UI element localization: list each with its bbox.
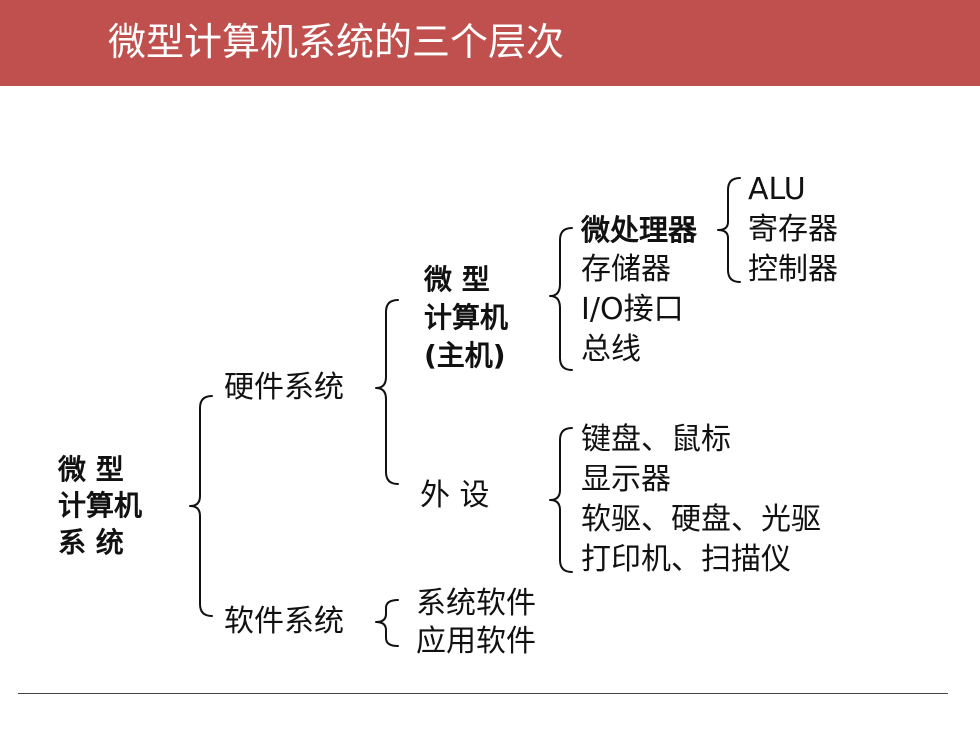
peripheral-item-display: 显示器 [581, 462, 671, 497]
cpu-brace [717, 177, 741, 283]
footer-divider [18, 693, 948, 694]
hardware-brace [375, 299, 399, 485]
peripheral-item-keyboard: 键盘、鼠标 [581, 422, 731, 457]
cpu-part-alu: ALU [748, 172, 806, 207]
hardware-label: 硬件系统 [224, 370, 344, 405]
host-label-line1: 微 型 [424, 263, 490, 296]
cpu-part-register: 寄存器 [748, 212, 838, 247]
software-label: 软件系统 [224, 604, 344, 639]
host-label-line2: 计算机 [424, 301, 509, 334]
host-item-memory: 存储器 [581, 252, 671, 287]
root-label-line2: 计算机 [58, 489, 143, 522]
root-brace [189, 395, 213, 617]
peripherals-brace [549, 427, 573, 573]
software-brace [375, 599, 399, 647]
root-label-line3: 系 统 [58, 526, 124, 559]
title-bar: 微型计算机系统的三个层次 [0, 0, 980, 86]
host-item-io: I/O接口 [581, 292, 684, 327]
host-item-cpu: 微处理器 [581, 213, 698, 247]
peripheral-item-drives: 软驱、硬盘、光驱 [581, 502, 821, 537]
cpu-part-controller: 控制器 [748, 252, 838, 287]
software-item-system: 系统软件 [416, 586, 536, 621]
root-label-line1: 微 型 [58, 453, 124, 486]
host-item-bus: 总线 [581, 332, 641, 367]
peripherals-label: 外 设 [420, 478, 490, 513]
slide-title: 微型计算机系统的三个层次 [108, 20, 565, 64]
peripheral-item-printer: 打印机、扫描仪 [581, 542, 791, 577]
host-brace [549, 227, 573, 371]
host-label-line3: (主机) [424, 339, 506, 372]
software-item-application: 应用软件 [416, 624, 536, 659]
